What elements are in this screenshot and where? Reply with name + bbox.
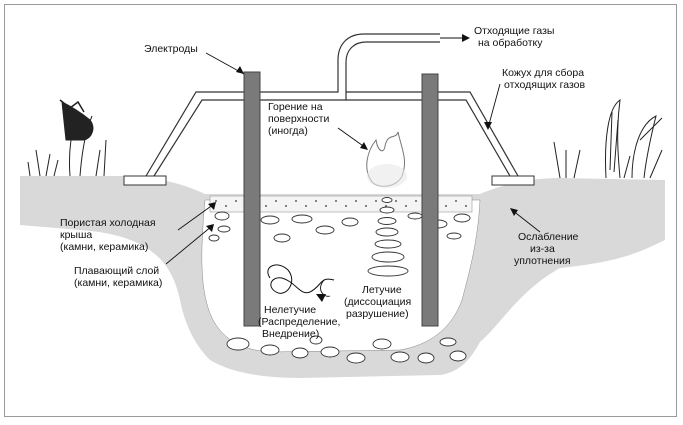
plants-left	[27, 99, 107, 177]
label-combustion-line2: поверхности	[268, 113, 329, 125]
label-nonvolatile-line1: Нелетучие	[264, 304, 316, 316]
label-nonvolatile-line3: Внедрение)	[262, 328, 319, 340]
label-cold-cap-line3: (камни, керамика)	[60, 241, 148, 253]
label-cold-cap-line2: крыша	[60, 229, 92, 241]
label-hood-line1: Кожух для сбора	[502, 67, 584, 79]
label-volatile-line1: Летучие	[362, 284, 402, 296]
melt-zone	[201, 199, 481, 353]
label-floating-line1: Плавающий слой	[74, 265, 159, 277]
label-electrodes: Электроды	[144, 43, 198, 55]
arrow-heads	[206, 34, 518, 302]
label-offgas-line1: Отходящие газы	[474, 25, 554, 37]
label-offgas-line2: на обработку	[478, 37, 543, 49]
label-volatile-line3: разрушение)	[346, 308, 409, 320]
hood-seal-left	[123, 175, 167, 186]
nonvolatile-path	[267, 264, 335, 294]
label-volatile-line2: (диссоциация	[344, 296, 411, 308]
volatile-bubbles	[367, 197, 409, 277]
label-floating-line2: (камни, керамика)	[74, 277, 162, 289]
label-combustion-line1: Горение на	[268, 101, 323, 113]
leader-lines	[165, 37, 541, 297]
flame-glow	[367, 164, 407, 188]
offgas-hood	[145, 33, 440, 177]
bottom-rocks	[226, 335, 467, 364]
electrode-left	[243, 71, 261, 327]
hood-seal-right	[491, 175, 535, 186]
wall-rocks	[208, 211, 231, 242]
label-subsidence-line3: уплотнения	[514, 255, 571, 267]
label-cold-cap-line1: Пористая холодная	[60, 217, 156, 229]
label-combustion-line3: (иногда)	[268, 125, 308, 137]
label-subsidence-line1: Ослабление	[518, 231, 579, 243]
plants-right	[553, 98, 663, 179]
electrode-right	[421, 73, 439, 327]
floating-rocks	[260, 212, 471, 243]
label-subsidence-line2: из-за	[530, 243, 555, 255]
label-hood-line2: отходящих газов	[504, 79, 585, 91]
label-nonvolatile-line2: (Распределение,	[258, 316, 340, 328]
